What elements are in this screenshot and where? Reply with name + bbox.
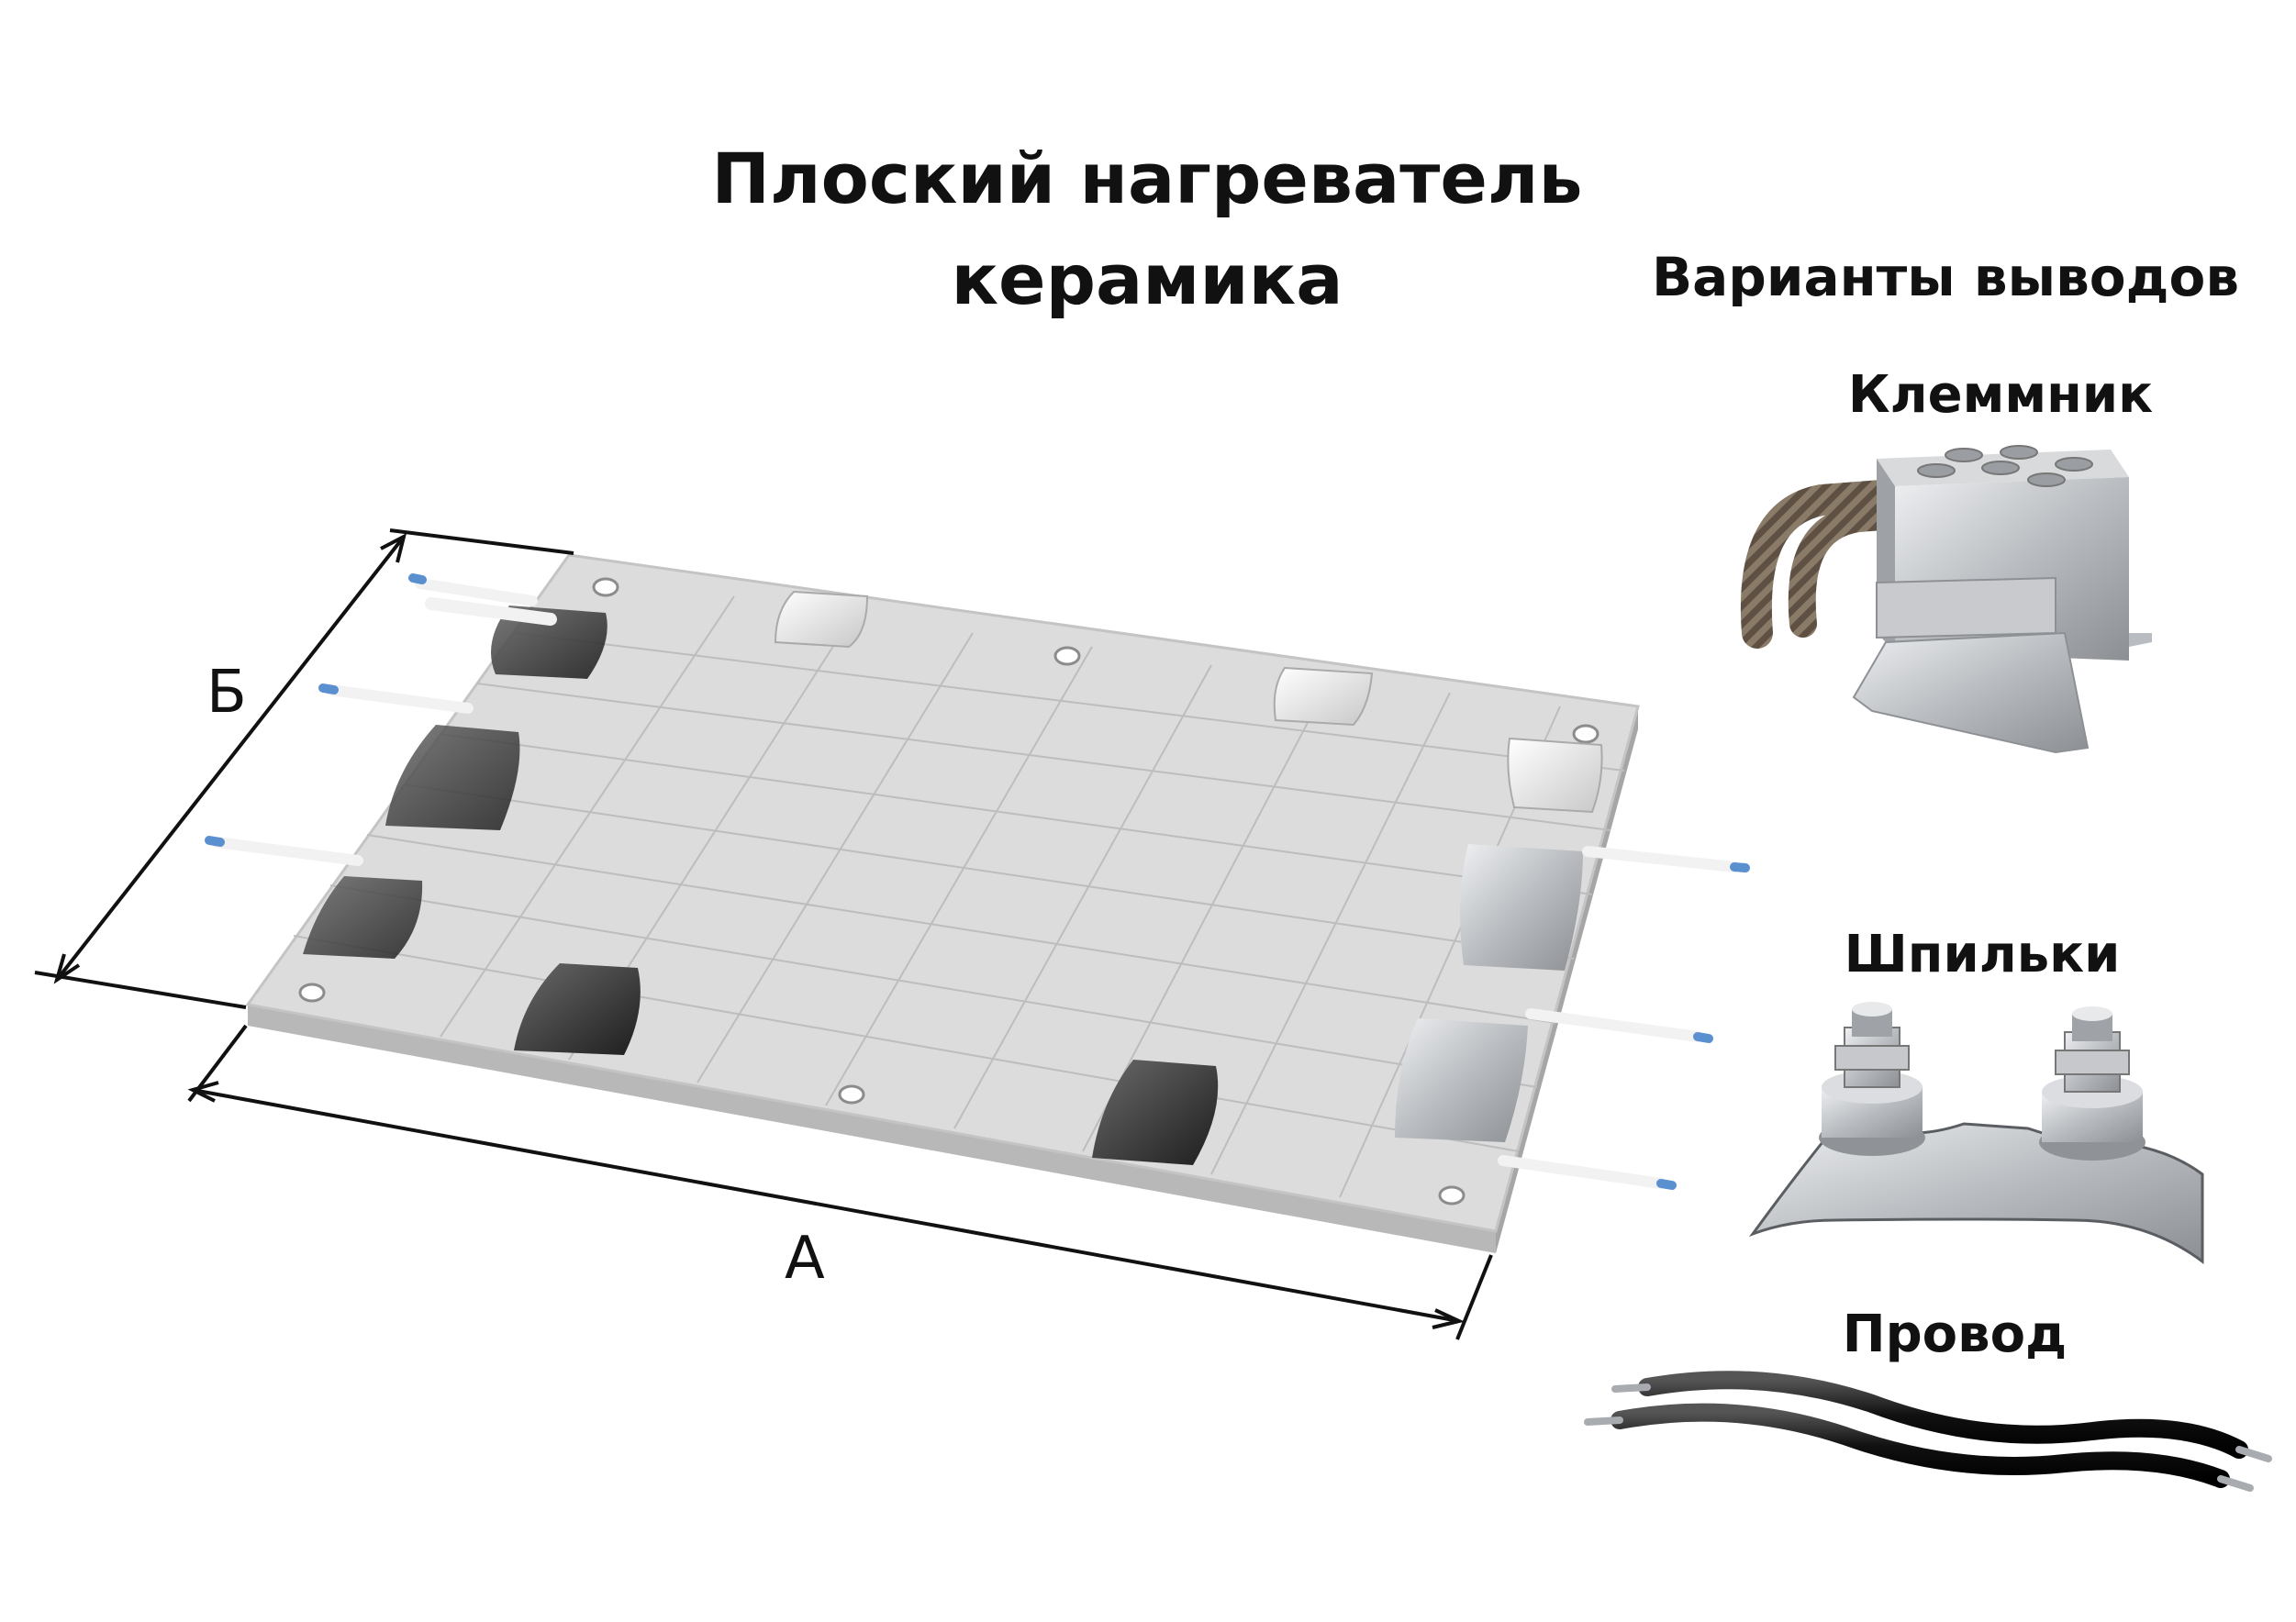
stud-left <box>1819 1002 1925 1156</box>
braided-lead <box>1740 480 1897 649</box>
arrow-a-right <box>1432 1308 1466 1329</box>
dimension-b-ext-bottom <box>34 971 247 1009</box>
arrow-a-left <box>187 1081 219 1103</box>
terminal-block <box>1740 445 2152 754</box>
pad-dark <box>491 605 607 679</box>
hole <box>298 983 326 1003</box>
arrow-b-bottom <box>53 953 81 984</box>
block-mount-tab <box>1852 631 2090 754</box>
contact-pads <box>303 590 1603 1165</box>
dimension-b-label: Б <box>206 659 247 727</box>
wire-2 <box>1611 1403 2230 1488</box>
title-line-1: Плоский нагреватель <box>711 138 1583 219</box>
studs-label: Шпильки <box>1844 925 2121 984</box>
mounting-holes <box>298 577 1599 1205</box>
dimension-lines <box>34 528 1493 1340</box>
terminal-block-label: Клеммник <box>1847 365 2154 425</box>
pad-light <box>1273 666 1374 727</box>
pad-dark <box>1092 1060 1219 1165</box>
block-holes <box>1917 445 2093 487</box>
plate-end-edge <box>1496 706 1638 1253</box>
heater-plate <box>205 553 1750 1253</box>
dimension-a-ext-right <box>1455 1254 1493 1340</box>
studs-terminal <box>1748 1002 2204 1264</box>
hole <box>838 1084 865 1105</box>
leads-right <box>1498 846 1750 1190</box>
title-line-2: керамика <box>951 239 1343 320</box>
pad-steel <box>1395 1018 1528 1142</box>
braided-lead <box>1788 502 1909 638</box>
dimension-b-line <box>55 535 406 982</box>
dimension-a-line <box>192 1088 1460 1323</box>
pad-dark <box>303 876 423 959</box>
arrow-b-top <box>380 533 407 563</box>
leads-left <box>205 573 557 866</box>
dimension-a-label: А <box>785 1225 825 1293</box>
hole <box>1572 724 1599 744</box>
wire-1-tip-right <box>2235 1446 2272 1462</box>
wire-label: Провод <box>1842 1305 2068 1364</box>
plate-side-edge <box>248 1005 1496 1253</box>
pad-dark <box>385 725 520 830</box>
wire-2-tip-right <box>2217 1475 2254 1492</box>
stud-right <box>2039 1006 2146 1161</box>
variants-heading: Варианты выводов <box>1651 246 2240 308</box>
block-foot <box>2129 633 2152 647</box>
pad-light <box>774 590 869 649</box>
hole <box>1053 646 1081 666</box>
wire-1-tip-left <box>1611 1383 1651 1393</box>
hole <box>592 577 619 597</box>
block-bracket <box>1876 576 2056 639</box>
hole <box>1438 1185 1466 1205</box>
wire-2-tip-left <box>1584 1416 1623 1426</box>
pad-dark <box>514 963 641 1055</box>
pad-light <box>1507 737 1603 814</box>
wire-1 <box>1638 1371 2248 1459</box>
pad-steel <box>1460 844 1583 971</box>
wire-leads <box>1584 1371 2272 1492</box>
dimension-b-ext-top <box>389 528 574 555</box>
